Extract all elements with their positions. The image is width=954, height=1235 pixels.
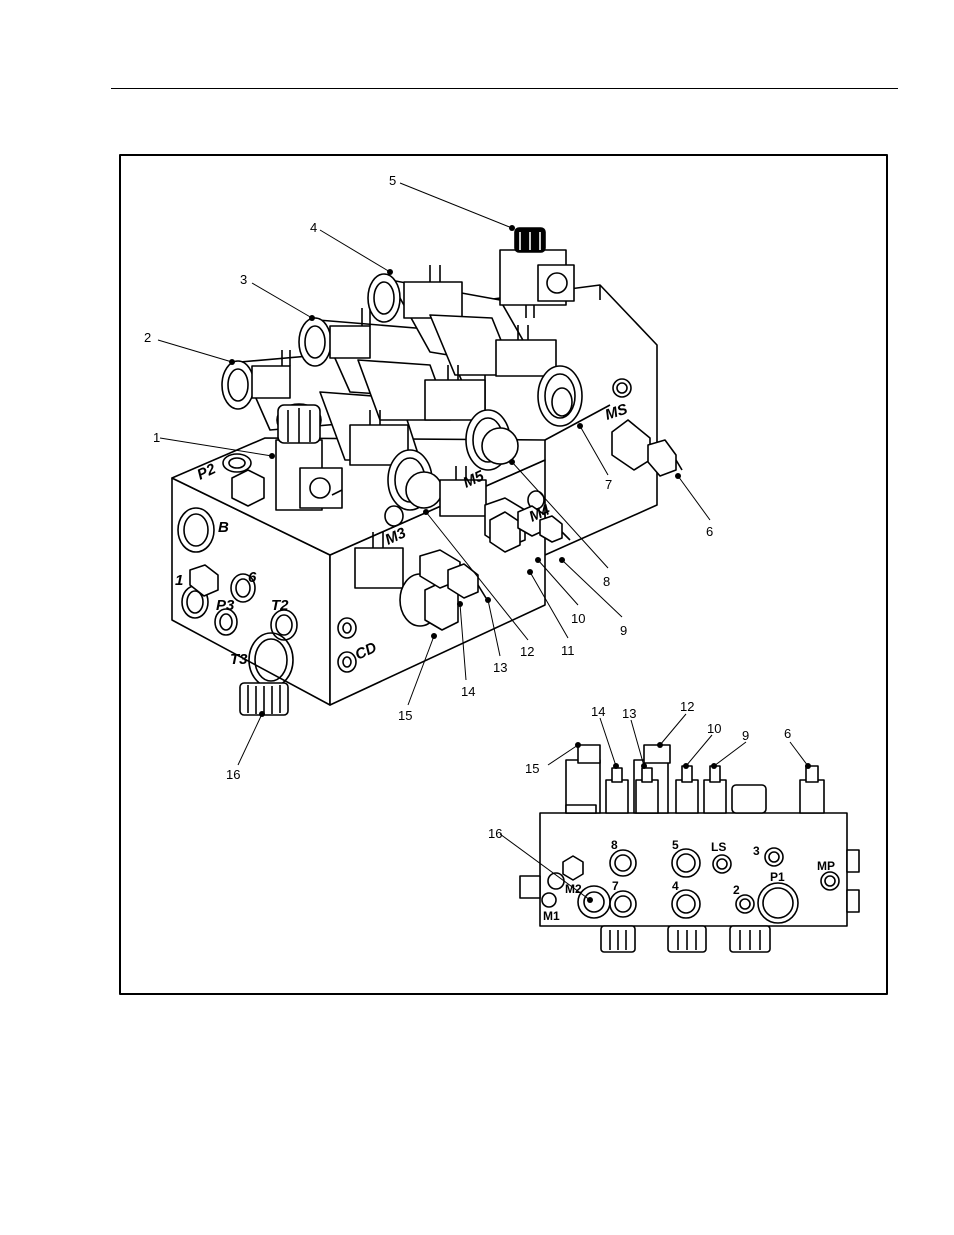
inset-label-8: 8 [611, 838, 618, 852]
callout-2: 2 [144, 330, 151, 345]
port-label-t3: T3 [230, 651, 248, 668]
inset-label-3: 3 [753, 844, 760, 858]
callout-13: 13 [493, 660, 507, 675]
inset-callout-12: 12 [680, 699, 694, 714]
callout-5: 5 [389, 173, 396, 188]
inset-callout-10: 10 [707, 721, 721, 736]
inset-callout-16: 16 [488, 826, 502, 841]
callout-14: 14 [461, 684, 475, 699]
callout-10: 10 [571, 611, 585, 626]
inset-label-7: 7 [612, 879, 619, 893]
callout-4: 4 [310, 220, 317, 235]
port-label-b: B [218, 519, 229, 536]
callout-6: 6 [706, 524, 713, 539]
inset-callout-13: 13 [622, 706, 636, 721]
inset-callout-6: 6 [784, 726, 791, 741]
callout-11: 11 [561, 643, 575, 658]
inset-label-5: 5 [672, 838, 679, 852]
front-elevation-view [520, 745, 859, 952]
port-label-t2: T2 [271, 597, 289, 614]
port-label-6: 6 [248, 569, 257, 586]
inset-label-4: 4 [672, 879, 679, 893]
port-label-p3: P3 [216, 597, 235, 614]
inset-label-m2: M2 [565, 882, 582, 896]
port-label-1: 1 [175, 572, 183, 589]
callout-12: 12 [520, 644, 534, 659]
inset-label-2: 2 [733, 883, 740, 897]
inset-callout-9: 9 [742, 728, 749, 743]
inset-callout-14: 14 [591, 704, 605, 719]
inset-label-mp: MP [817, 859, 835, 873]
callout-8: 8 [603, 574, 610, 589]
solenoid-valve-5 [500, 228, 574, 318]
callout-15: 15 [398, 708, 412, 723]
inset-label-p1: P1 [770, 870, 785, 884]
callout-9: 9 [620, 623, 627, 638]
callout-3: 3 [240, 272, 247, 287]
callout-7: 7 [605, 477, 612, 492]
inset-callout-15: 15 [525, 761, 539, 776]
callout-16: 16 [226, 767, 240, 782]
bottom-knob-16 [240, 683, 288, 715]
inset-label-ls: LS [711, 840, 726, 854]
inset-label-m1: M1 [543, 909, 560, 923]
callout-1: 1 [153, 430, 160, 445]
